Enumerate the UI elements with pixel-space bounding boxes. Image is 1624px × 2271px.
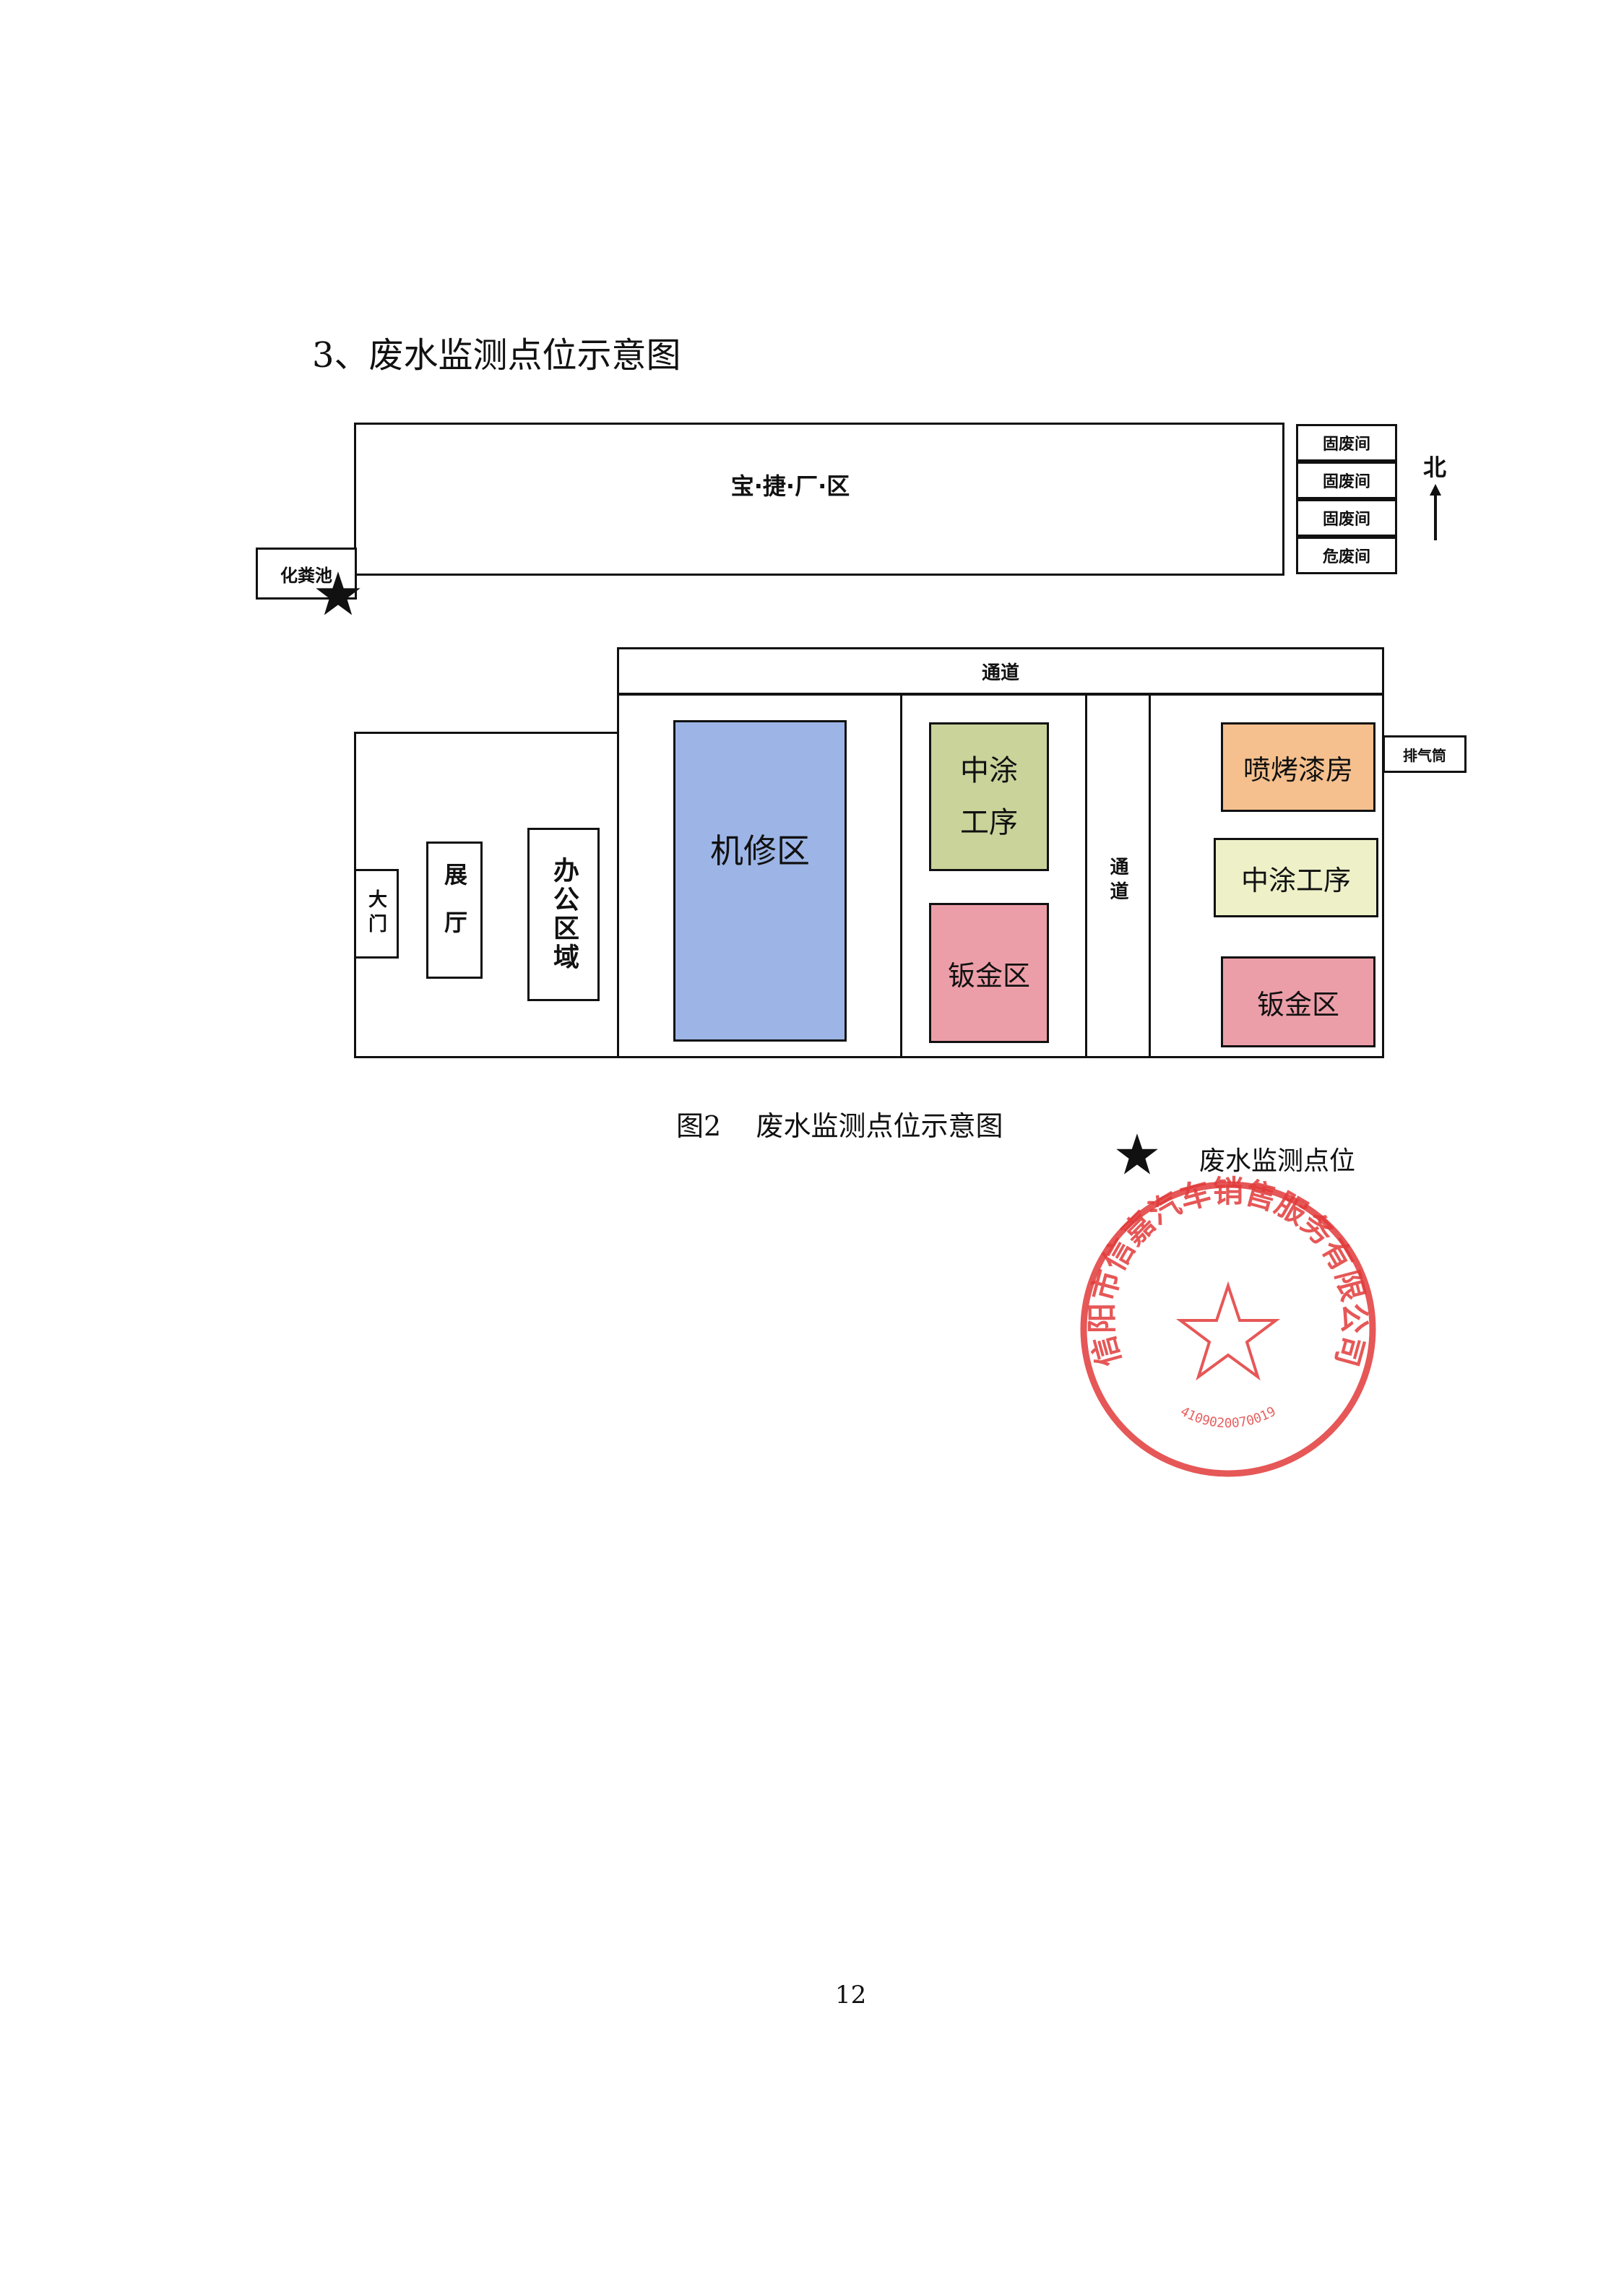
- septic-tank-label: 化粪池: [280, 565, 332, 586]
- middle-coat-1-label: 中涂工序: [960, 754, 1018, 839]
- section-title: 3、废水监测点位示意图: [312, 335, 681, 376]
- hazardous-waste-room-label: 危废间: [1322, 548, 1370, 566]
- corridor-top-label: 通道: [981, 662, 1019, 684]
- exhaust-stack: 排气筒: [1383, 735, 1467, 773]
- waste-room-3-label: 固废间: [1322, 511, 1370, 529]
- svg-text:4109020070019: 4109020070019: [1178, 1404, 1278, 1432]
- divider-2: [1085, 693, 1087, 1058]
- middle-coat-process-1: 中涂工序: [929, 722, 1049, 871]
- showroom-label: 展厅: [441, 862, 468, 958]
- north-label: 北: [1423, 454, 1447, 481]
- waste-room-2-label: 固废间: [1322, 473, 1370, 491]
- showroom: 展厅: [426, 842, 483, 979]
- sheet-metal-area-1: 钣金区: [929, 903, 1049, 1043]
- waste-room-1: 固废间: [1296, 424, 1397, 462]
- divider-3: [1149, 693, 1151, 1058]
- divider-1: [900, 693, 902, 1058]
- waste-room-3: 固废间: [1296, 499, 1397, 537]
- middle-coat-process-2: 中涂工序: [1214, 838, 1378, 917]
- corridor-top: 通道: [617, 647, 1384, 695]
- seal-number: 4109020070019: [1178, 1404, 1278, 1432]
- factory-area: 宝·捷·厂·区: [354, 423, 1284, 576]
- middle-coat-2-label: 中涂工序: [1240, 864, 1351, 896]
- svg-text:信阳市信嘉汽车销售服务有限公司: 信阳市信嘉汽车销售服务有限公司: [1084, 1174, 1372, 1370]
- repair-area-label: 机修区: [710, 831, 810, 870]
- gate-label: 大门: [365, 889, 387, 938]
- spray-booth-label: 喷烤漆房: [1243, 753, 1353, 786]
- exhaust-label: 排气筒: [1403, 746, 1446, 764]
- page-number: 12: [835, 1981, 867, 2010]
- repair-area: 机修区: [673, 720, 847, 1042]
- north-arrow-icon: [1430, 484, 1441, 540]
- corridor-vertical-label: 通道: [1107, 857, 1128, 906]
- factory-label: 宝·捷·厂·区: [730, 472, 850, 500]
- legend-label: 废水监测点位: [1199, 1146, 1356, 1176]
- hazardous-waste-room: 危废间: [1296, 537, 1397, 574]
- company-seal: 信阳市信嘉汽车销售服务有限公司 4109020070019: [1080, 1174, 1376, 1477]
- office-label: 办公区域: [549, 857, 579, 972]
- monitoring-point-star-icon: [316, 571, 360, 615]
- sheet-metal-1-label: 钣金区: [947, 959, 1030, 992]
- sheet-metal-2-label: 钣金区: [1256, 988, 1339, 1021]
- legend-star-icon: [1116, 1133, 1158, 1175]
- corridor-vertical: 通道: [1087, 838, 1149, 925]
- seal-star-icon: [1176, 1281, 1280, 1381]
- sheet-metal-area-2: 钣金区: [1221, 956, 1375, 1047]
- figure-caption: 图2 废水监测点位示意图: [676, 1110, 1003, 1142]
- spray-bake-booth: 喷烤漆房: [1221, 722, 1375, 812]
- office-area: 办公区域: [527, 828, 600, 1001]
- waste-room-2: 固废间: [1296, 462, 1397, 499]
- waste-room-1-label: 固废间: [1322, 436, 1370, 454]
- gate: 大门: [354, 869, 399, 959]
- seal-text: 信阳市信嘉汽车销售服务有限公司: [1084, 1174, 1372, 1370]
